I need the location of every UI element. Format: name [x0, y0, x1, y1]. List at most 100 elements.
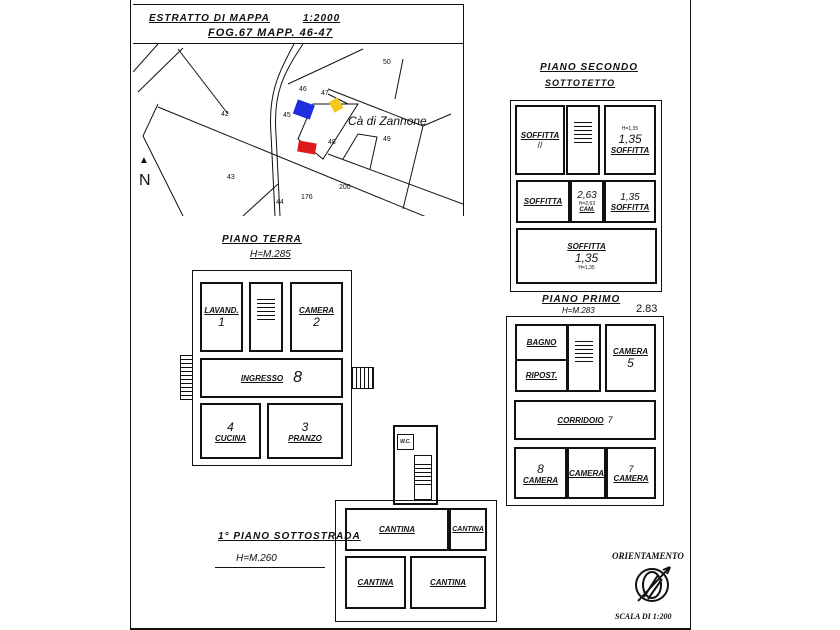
parcel-48-building: [297, 140, 317, 155]
parcel-label: 47: [321, 90, 329, 97]
orientation-label: ORIENTAMENTO: [612, 551, 684, 561]
room-bagno: BAGNO: [515, 324, 568, 361]
room-height: 1,35: [620, 191, 640, 203]
room-label: SOFFITTA: [610, 145, 650, 155]
parcel-label: 46: [299, 86, 307, 93]
room-height-note: H=1,35: [578, 264, 595, 271]
room-cantina: CANTINA: [449, 508, 487, 551]
staircase: [249, 282, 283, 352]
room-height: 1,35: [618, 131, 642, 146]
parcel-label: 48: [328, 139, 336, 146]
parcel-label: 42: [221, 111, 229, 118]
north-label: N: [139, 172, 151, 189]
parcel-label: 50: [383, 59, 391, 66]
stair-tower: [393, 425, 438, 505]
parcel-label: 200: [339, 184, 351, 191]
piano-terra-height: H=M.285: [250, 249, 291, 260]
room-number: 4: [227, 419, 234, 434]
parcel-label: 44: [276, 199, 284, 206]
room-label: PRANZO: [288, 433, 322, 443]
staircase: [566, 105, 600, 175]
frame-bottom: [130, 628, 691, 630]
room-label: RIPOST.: [525, 371, 558, 380]
room-soffitta: SOFFITTA: [516, 180, 570, 223]
piano-primo-height: H=M.283: [562, 306, 595, 315]
room-label: SOFFITTA: [567, 241, 606, 251]
room-number: 5: [627, 355, 634, 370]
room-number: 8: [293, 369, 303, 386]
room-label: CAMERA: [612, 346, 649, 356]
room-label: CANTINA: [430, 578, 466, 587]
sottostrada-title: 1° PIANO SOTTOSTRADA: [218, 531, 361, 542]
room-cantina: CANTINA: [345, 556, 406, 609]
room-ingresso: INGRESSO 8: [200, 358, 343, 398]
room-number: 8: [537, 461, 544, 476]
entrance-steps: [180, 355, 193, 400]
frame-left: [130, 0, 131, 630]
staircase: [414, 455, 432, 500]
room-label: LAVAND.: [204, 305, 239, 315]
room-cantina: CANTINA: [345, 508, 449, 551]
room-height-note: H=1,35: [621, 125, 639, 132]
room-height: 1,35: [574, 250, 599, 265]
room-soffitta: SOFFITTA//: [515, 105, 565, 175]
map-title: ESTRATTO DI MAPPA: [149, 13, 270, 24]
piano-primo-plan: [506, 316, 664, 506]
map-scale: 1:2000: [303, 13, 341, 24]
parcel-47-building: [328, 97, 344, 113]
room-number: 7: [607, 415, 613, 425]
parcel-label: 45: [283, 112, 291, 119]
room-camera: CAMERA: [567, 447, 606, 499]
map-extract: ESTRATTO DI MAPPA 1:2000 FOG.67 MAPP. 46…: [133, 4, 464, 216]
frame-right: [690, 0, 691, 630]
parcel-label: 49: [383, 136, 391, 143]
piano-terra-title: PIANO TERRA: [222, 234, 302, 245]
room-label: CANTINA: [379, 525, 415, 534]
room-label: BAGNO: [526, 338, 557, 347]
room-height-note: H=2,63: [578, 201, 596, 207]
room-label: CAM.: [579, 207, 595, 213]
room-label: CAMERA: [568, 468, 605, 478]
room-cantina: CANTINA: [410, 556, 486, 609]
room-label: W.C.: [400, 439, 411, 445]
sottostrada-plan: [335, 500, 497, 622]
room-number: 7: [628, 463, 634, 474]
parcel-label: 43: [227, 174, 235, 181]
cadastral-map: [133, 44, 463, 216]
piano-secondo-title: PIANO SECONDO: [540, 62, 639, 73]
room-label: CAMERA: [613, 473, 649, 483]
map-sheet: FOG.67 MAPP. 46-47: [208, 27, 333, 39]
room-label: CUCINA: [214, 433, 247, 443]
room-label: SOFFITTA: [520, 130, 560, 140]
room-label: CAMERA: [522, 475, 559, 485]
room-label: INGRESSO: [240, 373, 284, 383]
room-ripostiglio: RIPOST.: [515, 359, 568, 392]
room-number: 2: [313, 314, 320, 329]
place-name: Cà di Zannone: [348, 114, 427, 128]
room-label: CANTINA: [452, 526, 484, 533]
north-arrow-icon: ▲: [139, 155, 149, 166]
room-label: SOFFITTA: [523, 197, 563, 206]
room-label: CORRIDOIO: [557, 415, 604, 425]
room-label: CANTINA: [357, 578, 394, 587]
piano-secondo-subtitle: SOTTOTETTO: [545, 78, 616, 88]
parcel-46-building: [292, 99, 315, 120]
room-lavanderia: LAVAND.1: [200, 282, 243, 352]
piano-primo-title: PIANO PRIMO: [542, 294, 621, 305]
parcel-label: 176: [301, 194, 313, 201]
staircase: [567, 324, 601, 392]
room-wc: W.C.: [397, 434, 414, 450]
room-height: 2,63: [577, 190, 597, 201]
room-label: CAMERA: [298, 305, 335, 315]
piano-secondo-plan: [510, 100, 662, 292]
scale-label: SCALA DI 1:200: [615, 612, 672, 621]
